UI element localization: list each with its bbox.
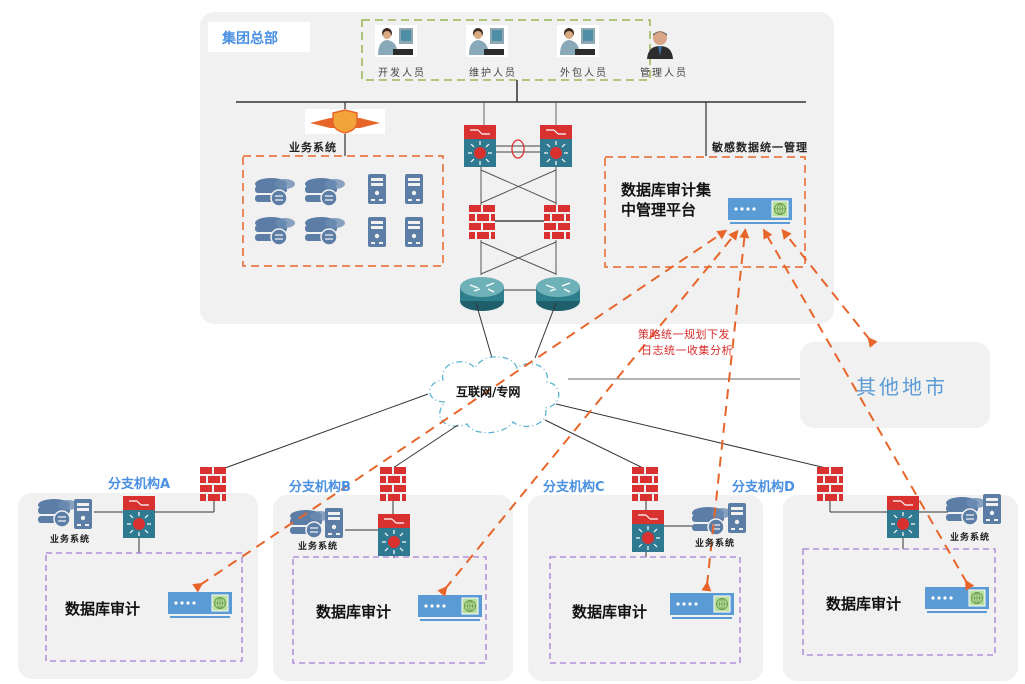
central-platform-title-line1: 数据库审计集: [621, 181, 712, 199]
central-platform-title-line2: 中管理平台: [621, 201, 697, 219]
personnel-label: 管理人员: [640, 68, 688, 79]
policy-note-line1: 策略统一规划下发: [638, 328, 730, 341]
branch-d-server-icon: [983, 494, 1001, 524]
policy-note-line2: 日志统一收集分析: [641, 344, 733, 357]
branch-c-name: 分支机构C: [543, 480, 605, 495]
branch-b-name: 分支机构B: [289, 480, 351, 495]
branch-a-audit-label: 数据库审计: [65, 600, 141, 618]
policy-arrow-branch-d: [763, 228, 975, 591]
branch-b-switch-icon: [377, 513, 411, 557]
branch-d-switch-icon: [886, 495, 920, 539]
branch-d-firewall-icon: [817, 467, 843, 501]
database-icon: [254, 177, 296, 207]
hq-business-system-label: 业务系统: [289, 141, 337, 154]
branch-a-audit-device-icon: [167, 591, 233, 619]
branch-a-name: 分支机构A: [108, 477, 171, 492]
branch-a-server-icon: [74, 499, 92, 529]
branch-b-business-label: 业务系统: [298, 542, 339, 552]
firewall-icon: [544, 205, 570, 239]
branch-a-business-label: 业务系统: [50, 535, 91, 545]
hq-business-system-border: [242, 155, 444, 267]
branch-d-business-label: 业务系统: [950, 533, 991, 543]
maintainer-icon: [466, 25, 508, 57]
branch-b-audit-border: [292, 556, 487, 664]
server-icon: [368, 174, 386, 204]
branch-d-name: 分支机构D: [732, 480, 795, 495]
branch-b-audit-label: 数据库审计: [316, 603, 392, 621]
branch-c-firewall-icon: [632, 467, 658, 501]
hq-title: 集团总部: [222, 31, 278, 47]
branch-c-switch-icon: [631, 509, 665, 553]
branch-b-audit-device-icon: [417, 594, 483, 622]
branch-b-server-icon: [325, 508, 343, 538]
policy-arrow-other-city: [781, 228, 878, 348]
link-aggregation-icon: [511, 139, 525, 159]
branch-c-audit-label: 数据库审计: [572, 603, 648, 621]
hq-title-box: [208, 22, 310, 52]
server-icon: [405, 174, 423, 204]
server-icon: [368, 217, 386, 247]
outsourcer-icon: [557, 25, 599, 57]
database-icon: [304, 216, 346, 246]
personnel-label: 开发人员: [378, 68, 426, 79]
personnel-label: 维护人员: [469, 68, 517, 79]
branch-a-firewall-icon: [200, 467, 226, 501]
personnel-group-border: [361, 19, 651, 81]
core-switch-icon: [463, 124, 497, 168]
other-city-label: 其他地市: [856, 375, 948, 399]
branch-c-audit-device-icon: [669, 592, 735, 620]
manager-icon: [647, 31, 673, 59]
branch-d-database-icon: [945, 496, 987, 526]
policy-arrow-branch-c: [701, 228, 750, 592]
branch-a-switch-icon: [122, 495, 156, 539]
branch-a-audit-border: [45, 552, 243, 662]
branch-c-server-icon: [728, 503, 746, 533]
security-gateway-icon: [305, 109, 385, 134]
policy-arrow-branch-b: [437, 229, 739, 597]
firewall-icon: [469, 205, 495, 239]
branch-c-business-label: 业务系统: [695, 539, 736, 549]
router-icon: [535, 276, 581, 312]
cloud-label: 互联网/专网: [456, 385, 521, 399]
database-icon: [254, 216, 296, 246]
branch-b-database-icon: [289, 509, 331, 539]
branch-b-firewall-icon: [380, 467, 406, 501]
branch-a-database-icon: [37, 498, 79, 528]
router-icon: [459, 276, 505, 312]
developer-icon: [375, 25, 417, 57]
central-audit-device-icon: [727, 197, 793, 225]
database-icon: [304, 177, 346, 207]
server-icon: [405, 217, 423, 247]
personnel-label: 外包人员: [560, 68, 608, 79]
core-switch-icon: [539, 124, 573, 168]
sensitive-data-label: 敏感数据统一管理: [712, 141, 808, 154]
branch-d-audit-label: 数据库审计: [826, 595, 902, 613]
branch-d-audit-device-icon: [924, 586, 990, 614]
